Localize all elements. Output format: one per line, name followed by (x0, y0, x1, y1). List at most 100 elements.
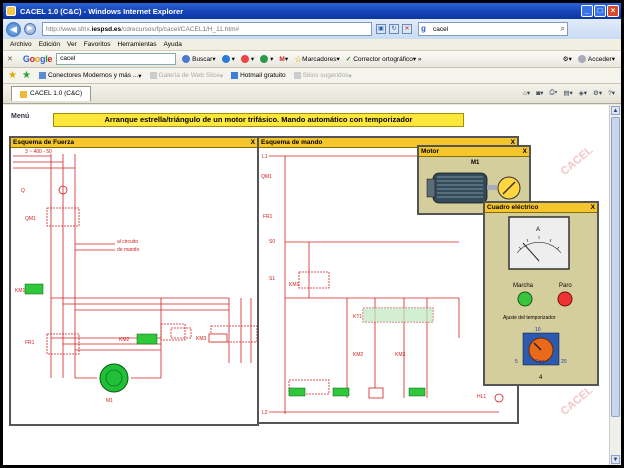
address-bar: ◀ ▶ http://www.sfrix.iespsd.es/cdrecurso… (3, 19, 621, 39)
fr1-label: FR1 (25, 340, 35, 346)
watermark: CACEL (558, 144, 596, 178)
forward-button[interactable]: ▶ (24, 23, 36, 35)
s1-label: S1 (269, 276, 275, 282)
settings-icon[interactable]: ⚙▾ (562, 56, 572, 63)
link-conectores[interactable]: Conectores Modernos y más ...▾ (38, 72, 142, 80)
link-hotmail[interactable]: Hotmail gratuito (231, 72, 286, 79)
minimize-button[interactable]: _ (581, 5, 593, 17)
l1-label: L1 (262, 154, 268, 160)
scroll-down-arrow[interactable]: ▼ (611, 455, 620, 464)
menu-archivo[interactable]: Archivo (10, 41, 32, 48)
km1-coil (288, 387, 306, 397)
tab-cacel[interactable]: CACEL 1.0 (C&C) (11, 86, 92, 101)
vertical-scrollbar[interactable]: ▲ ▼ (609, 105, 621, 465)
pin-icon[interactable]: ▾ (260, 55, 273, 63)
marcadores-button[interactable]: ☆Marcadores▾ (294, 53, 340, 64)
page-banner: Arranque estrella/triángulo de un motor … (53, 113, 464, 127)
acceder-label: Acceder (587, 55, 612, 63)
buscar-button[interactable]: Buscar▾ (182, 55, 216, 63)
panel-close-button[interactable]: X (510, 139, 515, 146)
km3-contact (208, 333, 228, 343)
panel-header[interactable]: Esquema de mando X (259, 138, 517, 148)
menu-ver[interactable]: Ver (67, 41, 77, 48)
m1-label: M1 (106, 398, 113, 404)
link-label: Sitios sugeridos (302, 72, 349, 79)
compat-view-icon[interactable]: ▣ (376, 24, 386, 34)
search-icon[interactable]: ⌕ (560, 24, 565, 33)
motor-label: M1 (471, 160, 480, 166)
favorites-bar: ★ ★ Conectores Modernos y más ...▾ Galer… (3, 68, 621, 84)
panel-close-button[interactable]: X (522, 148, 527, 155)
title-bar: CACEL 1.0 (C&C) - Windows Internet Explo… (3, 3, 621, 19)
url-input[interactable]: http://www.sfrix.iespsd.es/cdrecursos/fp… (42, 22, 372, 36)
google-logo: Google (22, 54, 53, 64)
maximize-button[interactable]: □ (594, 5, 606, 17)
feeds-icon[interactable]: ◙▾ (536, 90, 544, 97)
km1-label: KM1 (15, 288, 26, 294)
refresh-icon[interactable]: ↻ (389, 24, 399, 34)
panel-title: Esquema de mando (261, 139, 323, 146)
acceder-button[interactable]: Acceder▾ (577, 55, 615, 63)
note1: al circuito (117, 239, 138, 245)
menu-bar: Archivo Edición Ver Favoritos Herramient… (3, 39, 621, 51)
km2-label: KM2 (353, 352, 364, 358)
link-sitios[interactable]: Sitios sugeridos▾ (293, 72, 352, 80)
corrector-button[interactable]: ✓Corrector ortográfico▾ » (345, 55, 422, 64)
menu-ayuda[interactable]: Ayuda (163, 41, 182, 48)
google-search-input[interactable]: cacel (56, 53, 177, 65)
km3-label: KM3 (196, 336, 207, 342)
panel-title: Motor (421, 148, 440, 155)
page-content: CACEL CACEL Menú Arranque estrella/trián… (3, 105, 609, 465)
paro-button[interactable] (557, 291, 573, 307)
marcha-button[interactable] (517, 291, 533, 307)
marcha-label: Marcha (513, 283, 534, 289)
qm1-label: QM1 (261, 174, 272, 180)
page-menu-icon[interactable]: ▤▾ (563, 90, 573, 97)
print-icon[interactable]: ⎙▾ (549, 89, 558, 96)
google-toolbar: ✕ Google cacel Buscar▾ ▾ ▾ ▾ M▾ ☆Marcado… (3, 51, 621, 68)
hl1-label: HL1 (477, 394, 486, 400)
browser-window: CACEL 1.0 (C&C) - Windows Internet Explo… (3, 3, 621, 465)
dial-max: 10 (535, 327, 541, 333)
tools-menu-icon[interactable]: ⚙▾ (593, 90, 603, 97)
search-input[interactable]: g cacel ⌕ (418, 22, 568, 36)
menu-edicion[interactable]: Edición (38, 41, 61, 48)
gmail-icon[interactable]: M▾ (279, 55, 289, 64)
panel-close-button[interactable]: X (250, 139, 255, 146)
paro-label: Paro (559, 283, 572, 289)
stop-icon[interactable]: ✕ (402, 24, 412, 34)
ajuste-label: Ajuste del temporizador (503, 315, 556, 321)
favorites-star-icon[interactable]: ★ (8, 70, 17, 81)
note2: de mando (117, 247, 139, 253)
add-favorite-icon[interactable]: ★ (21, 70, 31, 81)
menu-herramientas[interactable]: Herramientas (117, 41, 157, 48)
menu-favoritos[interactable]: Favoritos (83, 41, 111, 48)
dial-value: 4 (539, 375, 543, 381)
search-value: cacel (433, 25, 449, 33)
scroll-up-arrow[interactable]: ▲ (611, 106, 620, 115)
power-circuit-diagram: 3 ~ 400 - 50 Q QM1 al circuito de mando … (13, 149, 257, 404)
scroll-thumb[interactable] (611, 117, 620, 417)
km2-contact (136, 333, 158, 345)
km1-label: KM1 (289, 282, 300, 288)
link-galeria[interactable]: Galería de Web Slice▾ (149, 72, 223, 80)
km2-coil (332, 387, 350, 397)
fr1-label: FR1 (263, 214, 273, 220)
panel-close-button[interactable]: X (590, 204, 595, 211)
watermark: CACEL (558, 384, 596, 418)
marcadores-label: Marcadores (302, 55, 337, 63)
menu-link[interactable]: Menú (11, 113, 30, 120)
back-button[interactable]: ◀ (6, 21, 21, 37)
share-icon[interactable]: ▾ (240, 55, 254, 63)
control-panel-graphic: A Marcha Paro Ajuste del temporizador 10… (503, 216, 573, 381)
help-icon[interactable]: ?▾ (608, 90, 615, 97)
close-button[interactable]: × (607, 5, 619, 17)
safety-menu-icon[interactable]: ◈▾ (578, 90, 588, 97)
close-toolbar-icon[interactable]: ✕ (7, 56, 13, 63)
panel-header[interactable]: Motor X (419, 147, 529, 157)
globe-icon[interactable]: ▾ (221, 55, 235, 63)
home-icon[interactable]: ⌂▾ (523, 90, 531, 97)
